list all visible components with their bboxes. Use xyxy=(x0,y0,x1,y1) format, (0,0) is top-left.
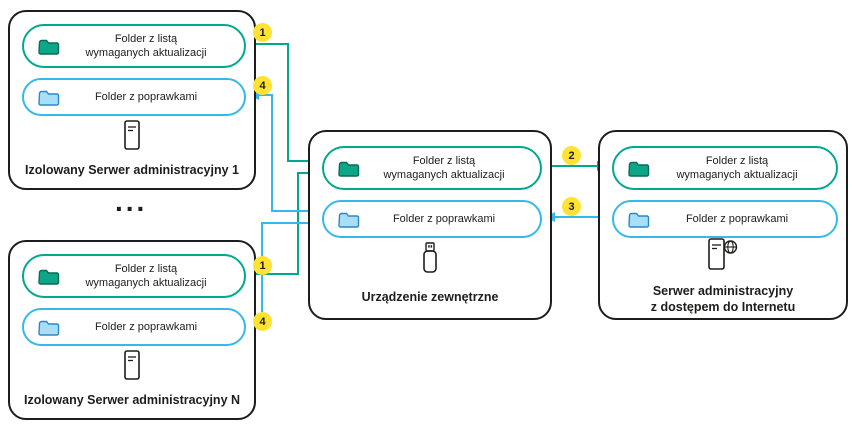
patches-folder-label: Folder z poprawkami xyxy=(94,320,198,333)
usb-drive-icon xyxy=(310,242,550,274)
patches-folder-pill: Folder z poprawkami xyxy=(612,200,838,238)
patches-folder-label: Folder z poprawkami xyxy=(685,212,789,225)
folder-green-icon xyxy=(38,268,60,285)
patches-folder-pill: Folder z poprawkami xyxy=(322,200,542,238)
internet-server-title: Serwer administracyjny z dostępem do Int… xyxy=(650,284,796,314)
isolated-server-n-title: Izolowany Serwer administracyjny N xyxy=(23,393,241,407)
updates-folder-label: Folder z listą wymaganych aktualizacji xyxy=(383,154,505,181)
folder-blue-icon xyxy=(38,319,60,336)
patches-folder-label: Folder z poprawkami xyxy=(392,212,496,225)
external-device-title: Urządzenie zewnętrzne xyxy=(361,290,499,304)
step-badge-3: 3 xyxy=(562,197,581,216)
isolated-server-1-title: Izolowany Serwer administracyjny 1 xyxy=(25,163,239,177)
patches-folder-label: Folder z poprawkami xyxy=(94,90,198,103)
folder-green-icon xyxy=(338,160,360,177)
updates-folder-pill: Folder z listą wymaganych aktualizacji xyxy=(22,254,246,298)
more-servers-ellipsis: ... xyxy=(115,186,148,217)
folder-blue-icon xyxy=(628,211,650,228)
step-badge-4-top: 4 xyxy=(253,76,272,95)
folder-green-icon xyxy=(628,160,650,177)
isolated-server-n-box: Folder z listą wymaganych aktualizacji F… xyxy=(8,240,256,420)
updates-folder-pill: Folder z listą wymaganych aktualizacji xyxy=(22,24,246,68)
patches-folder-pill: Folder z poprawkami xyxy=(22,308,246,346)
external-device-box: Folder z listą wymaganych aktualizacji F… xyxy=(308,130,552,320)
isolated-server-1-box: Folder z listą wymaganych aktualizacji F… xyxy=(8,10,256,190)
server-tower-icon xyxy=(10,120,254,150)
folder-green-icon xyxy=(38,38,60,55)
updates-folder-pill: Folder z listą wymaganych aktualizacji xyxy=(322,146,542,190)
folder-blue-icon xyxy=(38,89,60,106)
server-globe-icon xyxy=(600,238,846,270)
updates-folder-pill: Folder z listą wymaganych aktualizacji xyxy=(612,146,838,190)
server-tower-icon xyxy=(10,350,254,380)
updates-folder-label: Folder z listą wymaganych aktualizacji xyxy=(676,154,798,181)
step-badge-1-top: 1 xyxy=(253,23,272,42)
step-badge-2: 2 xyxy=(562,146,581,165)
step-badge-1-bottom: 1 xyxy=(253,256,272,275)
patches-folder-pill: Folder z poprawkami xyxy=(22,78,246,116)
folder-blue-icon xyxy=(338,211,360,228)
internet-server-box: Folder z listą wymaganych aktualizacji F… xyxy=(598,130,848,320)
updates-folder-label: Folder z listą wymaganych aktualizacji xyxy=(85,262,207,289)
updates-folder-label: Folder z listą wymaganych aktualizacji xyxy=(85,32,207,59)
step-badge-4-bottom: 4 xyxy=(253,312,272,331)
